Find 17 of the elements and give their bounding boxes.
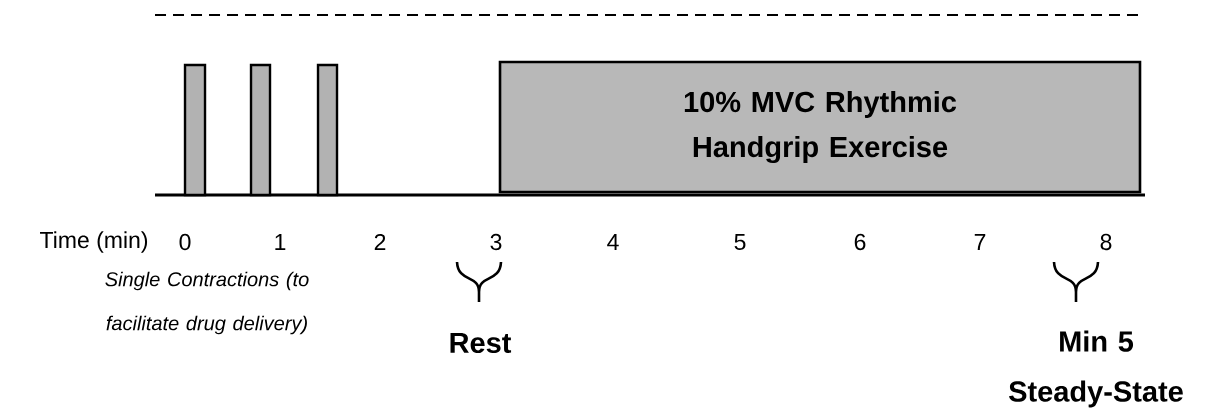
- tick-label: 1: [275, 234, 286, 250]
- tick-label: 6: [854, 233, 866, 251]
- tick-label: 7: [974, 234, 986, 250]
- tick-label: 2: [374, 233, 386, 250]
- tick-label: 8: [1100, 233, 1112, 251]
- tick-label: 5: [734, 233, 746, 250]
- phase-label: Rest: [450, 332, 512, 354]
- contraction-bar: [183, 63, 207, 197]
- contraction-bar: [249, 63, 272, 197]
- axis-title: Time (min): [40, 231, 148, 253]
- phase-label: Min 5 Steady-State: [1009, 330, 1183, 408]
- contraction-bar: [316, 63, 339, 197]
- tick-label: 3: [490, 233, 502, 251]
- annotation-text: Single Contractions (to facilitate drug delivery): [105, 271, 309, 335]
- exercise-box: 10% MVC Rhythmic Handgrip Exercise: [498, 60, 1142, 194]
- tick-label: 4: [607, 234, 619, 250]
- tick-label: 0: [179, 233, 191, 251]
